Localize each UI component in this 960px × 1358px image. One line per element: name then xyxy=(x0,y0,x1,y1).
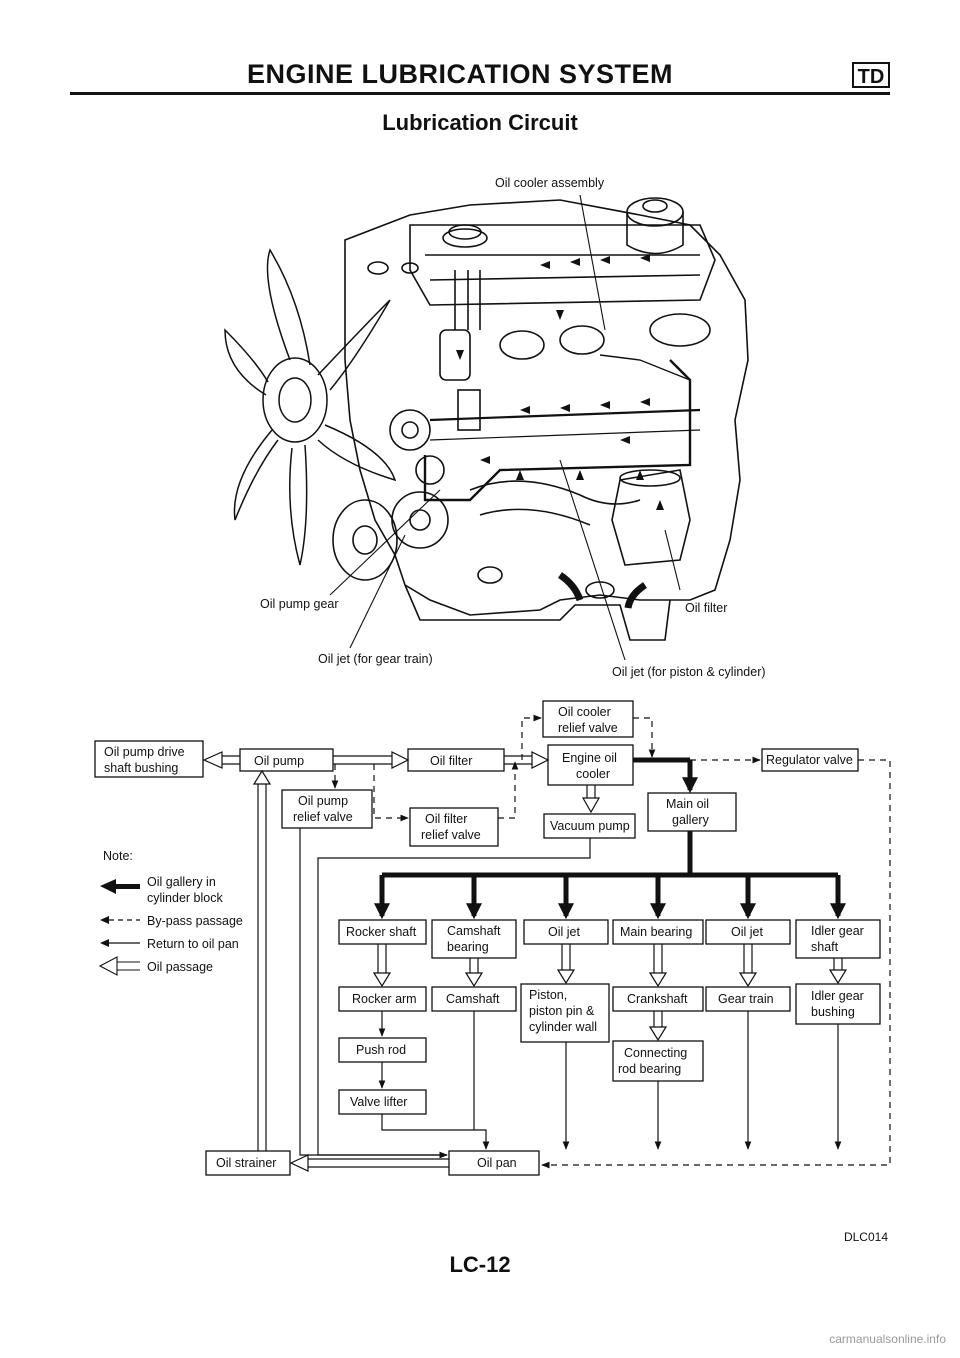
box-push-rod: Push rod xyxy=(356,1043,406,1057)
label-oil-jet-piston: Oil jet (for piston & cylinder) xyxy=(612,665,766,679)
box-idler-gear-bushing-line2: bushing xyxy=(811,1005,855,1019)
box-oil-cooler-relief-line2: relief valve xyxy=(558,721,618,735)
legend-item-bypass: By-pass passage xyxy=(147,914,243,928)
box-oil-pump-drive-line2: shaft bushing xyxy=(104,761,178,775)
box-engine-oil-cooler-line1: Engine oil xyxy=(562,751,617,765)
box-connecting-rod-line1: Connecting xyxy=(624,1046,687,1060)
page-title: ENGINE LUBRICATION SYSTEM xyxy=(246,59,674,89)
box-crankshaft: Crankshaft xyxy=(627,992,688,1006)
box-camshaft: Camshaft xyxy=(446,992,500,1006)
flow-boxes xyxy=(94,700,881,1176)
box-oil-strainer: Oil strainer xyxy=(216,1156,276,1170)
box-oil-pump: Oil pump xyxy=(254,754,304,768)
page-number: LC-12 xyxy=(449,1252,511,1277)
box-idler-gear-shaft-line2: shaft xyxy=(811,940,839,954)
box-oil-jet-2: Oil jet xyxy=(731,925,763,939)
box-piston-line3: cylinder wall xyxy=(529,1020,597,1034)
legend-item-passage: Oil passage xyxy=(147,960,213,974)
return-arrow-icon xyxy=(100,939,140,947)
box-oil-filter-relief-line1: Oil filter xyxy=(425,812,467,826)
box-main-bearing: Main bearing xyxy=(620,925,692,939)
figure-code: DLC014 xyxy=(843,1230,888,1244)
box-vacuum-pump: Vacuum pump xyxy=(550,819,630,833)
watermark: carmanualsonline.info xyxy=(829,1332,946,1346)
box-rocker-arm: Rocker arm xyxy=(352,992,417,1006)
box-idler-gear-bushing-line1: Idler gear xyxy=(811,989,864,1003)
page-header: ENGINE LUBRICATION SYSTEM TD xyxy=(70,52,890,95)
box-gear-train: Gear train xyxy=(718,992,774,1006)
box-main-oil-gallery-line2: gallery xyxy=(672,813,710,827)
label-oil-cooler-assembly: Oil cooler assembly xyxy=(495,176,605,190)
label-oil-jet-gear-train: Oil jet (for gear train) xyxy=(318,652,433,666)
oil-gallery-lines xyxy=(373,757,847,920)
box-camshaft-bearing-line1: Camshaft xyxy=(447,924,501,938)
box-regulator-valve: Regulator valve xyxy=(766,753,853,767)
box-camshaft-bearing-line2: bearing xyxy=(447,940,489,954)
passage-arrow-icon xyxy=(98,956,140,976)
box-oil-pump-relief-line1: Oil pump xyxy=(298,794,348,808)
box-oil-pump-drive-line1: Oil pump drive xyxy=(104,745,185,759)
engine-badge: TD xyxy=(852,62,890,88)
box-rocker-shaft: Rocker shaft xyxy=(346,925,417,939)
legend-item-return: Return to oil pan xyxy=(147,937,239,951)
box-oil-pan: Oil pan xyxy=(477,1156,517,1170)
section-title: Lubrication Circuit xyxy=(382,110,578,135)
legend-item-gallery-line2: cylinder block xyxy=(147,891,223,905)
svg-text:Piston,piston pin &cylinder wa: Piston, piston pin & cylinder wall xyxy=(529,988,597,1034)
return-lines xyxy=(299,828,842,1159)
gallery-arrow-icon xyxy=(100,879,140,894)
box-main-oil-gallery-line1: Main oil xyxy=(666,797,709,811)
box-oil-filter: Oil filter xyxy=(430,754,472,768)
box-piston-line2: piston pin & xyxy=(529,1004,595,1018)
box-valve-lifter: Valve lifter xyxy=(350,1095,407,1109)
legend: Note: Oil gallery in cylinder block By-pa… xyxy=(98,849,243,976)
box-idler-gear-shaft-line1: Idler gear xyxy=(811,924,864,938)
legend-title: Note: xyxy=(103,849,133,863)
box-oil-cooler-relief-line1: Oil cooler xyxy=(558,705,611,719)
legend-item-gallery-line1: Oil gallery in xyxy=(147,875,216,889)
label-oil-pump-gear: Oil pump gear xyxy=(260,597,339,611)
box-connecting-rod-line2: rod bearing xyxy=(618,1062,681,1076)
flow-labels: Oil pump drive shaft bushing Oil pump Oil… xyxy=(104,705,864,1170)
oil-passage-lines xyxy=(202,751,848,1172)
box-oil-pump-relief-line2: relief valve xyxy=(293,810,353,824)
box-engine-oil-cooler-line2: cooler xyxy=(576,767,610,781)
box-oil-filter-relief-line2: relief valve xyxy=(421,828,481,842)
box-oil-jet-1: Oil jet xyxy=(548,925,580,939)
bypass-arrow-icon xyxy=(100,916,140,924)
label-oil-filter: Oil filter xyxy=(685,601,727,615)
bypass-lines xyxy=(331,714,891,1169)
engine-illustration xyxy=(224,194,749,661)
box-piston-line1: Piston, xyxy=(529,988,567,1002)
